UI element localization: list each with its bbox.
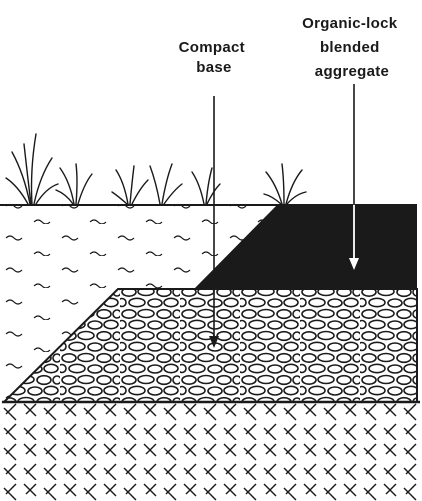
grass-tuft <box>55 163 93 205</box>
compact-base-label: Compact base <box>179 39 250 76</box>
grass-tuft <box>149 163 183 205</box>
compact-base-label-line-1: Compact <box>179 39 245 56</box>
compact-base-arrowhead <box>209 336 219 348</box>
grass-tuft <box>111 165 149 205</box>
subgrade-layer <box>0 402 422 501</box>
organic-lock-leader <box>349 84 359 270</box>
grass-tuft <box>263 163 307 205</box>
grass-tuft <box>5 133 59 205</box>
organic-lock-label-line-1: Organic-lock <box>302 15 398 32</box>
organic-lock-aggregate-layer <box>194 205 417 289</box>
organic-lock-arrowhead <box>349 258 359 270</box>
organic-lock-label-line-2: blended <box>320 39 380 56</box>
compact-base-label-line-2: base <box>196 59 231 76</box>
grass-tuft <box>191 167 221 205</box>
organic-lock-label-line-3: aggregate <box>315 63 389 80</box>
grass-tufts <box>5 133 307 205</box>
compact-base-leader <box>209 96 219 348</box>
organic-lock-label: Organic-lock blended aggregate <box>302 15 402 80</box>
